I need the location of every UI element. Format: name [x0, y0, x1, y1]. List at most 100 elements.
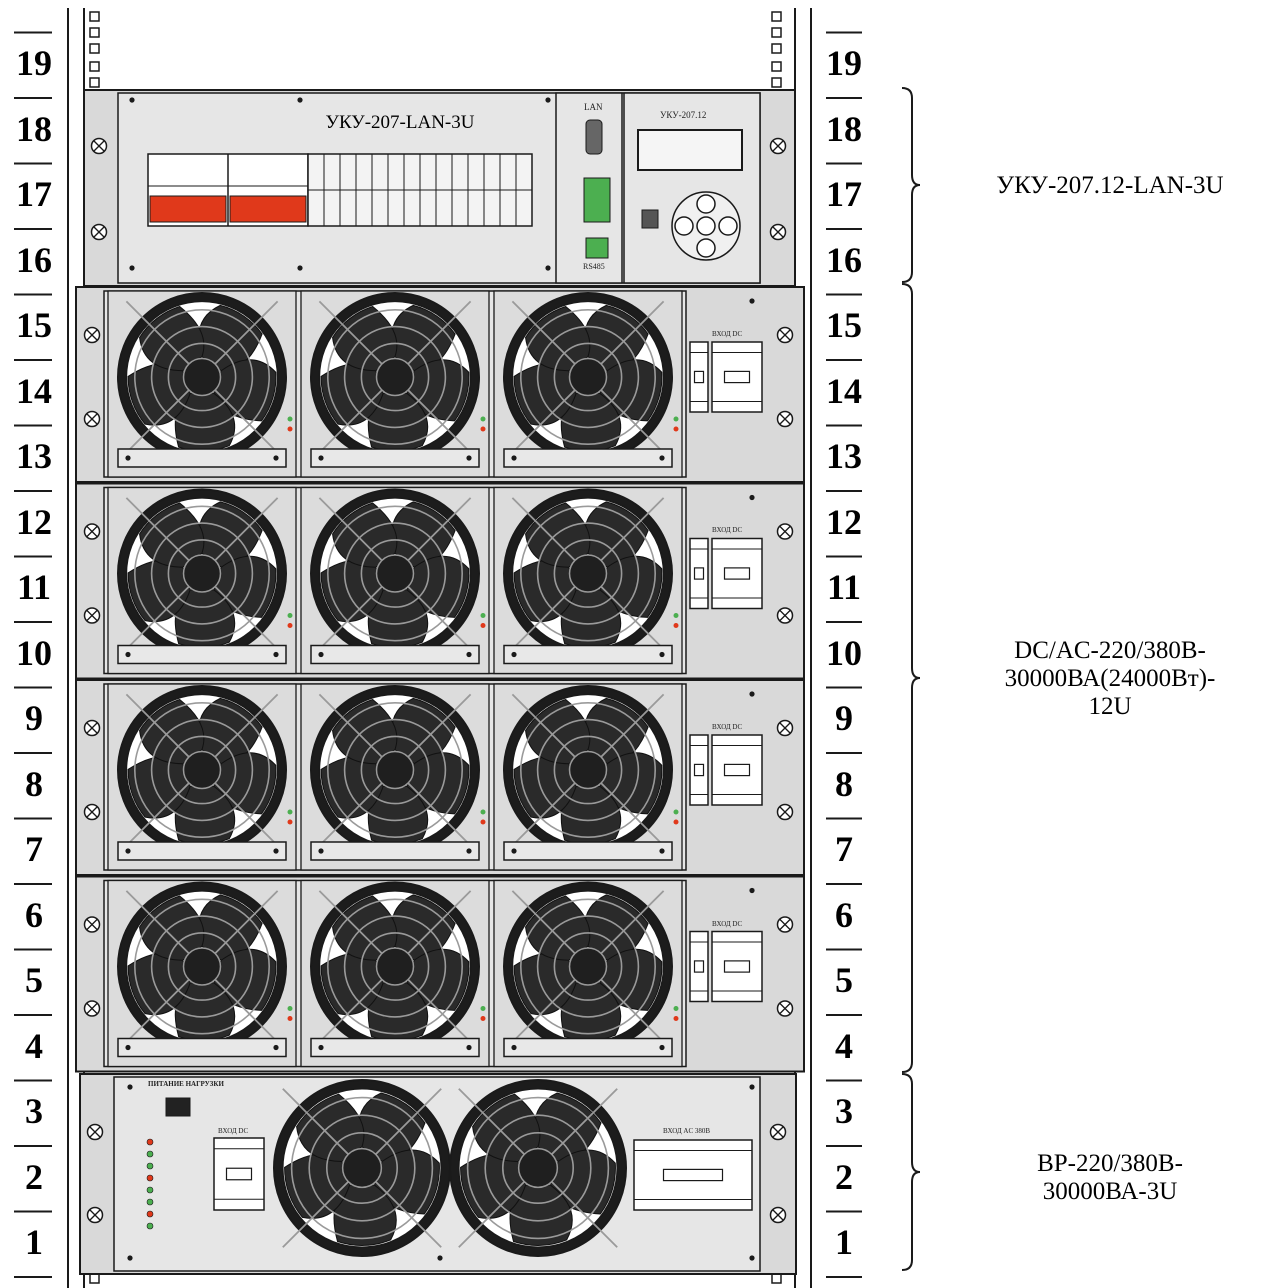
panel-rivet	[466, 1044, 472, 1051]
screw-cross	[779, 526, 791, 537]
fan-guard-ring	[134, 505, 270, 642]
panel-rivet	[318, 651, 324, 658]
fan-hub	[182, 554, 222, 593]
rs485-port-label: RS485	[583, 262, 605, 271]
inverter-screw	[776, 523, 794, 540]
panel-rivet	[318, 848, 324, 854]
controller-screw	[769, 223, 787, 241]
cell-handle	[117, 1037, 287, 1058]
inverter-screw	[83, 326, 101, 344]
fan-blades	[320, 304, 470, 452]
inverter-screw	[83, 523, 101, 540]
unit-number-right: 3	[835, 1091, 853, 1132]
cooling-fan	[503, 488, 673, 659]
power-cell	[107, 290, 297, 478]
fan-hub	[568, 750, 608, 790]
fan-hub	[517, 1147, 559, 1189]
screw-cross	[779, 610, 791, 621]
rail-hole	[89, 11, 100, 22]
cell-handle	[310, 644, 480, 665]
cooling-fan	[117, 292, 287, 462]
cell-handle	[310, 841, 480, 861]
inverter-module-3	[75, 679, 805, 876]
panel-rivet	[466, 651, 472, 658]
keypad-button	[696, 194, 716, 214]
power-cell	[493, 290, 683, 478]
bypass-side-label-line-2: 30000ВА-3U	[1042, 1178, 1178, 1205]
unit-number-right: 19	[826, 43, 862, 84]
fan-guard-ring	[501, 1132, 574, 1205]
unit-number-right: 12	[826, 501, 862, 542]
status-led	[673, 426, 679, 432]
bypass-ac-breaker	[633, 1139, 753, 1211]
inverter-screw	[776, 607, 794, 624]
panel-rivet	[273, 848, 279, 854]
rail-hole	[89, 43, 100, 54]
unit-number-left: 3	[25, 1091, 43, 1132]
panel-rivet	[318, 1044, 324, 1051]
panel-rivet	[749, 494, 755, 501]
panel-rivet	[127, 1255, 133, 1261]
power-cell	[493, 486, 683, 675]
breaker-handle-red	[229, 195, 307, 223]
fan-hub	[568, 947, 608, 986]
inverter-side-label-line-3: 12U	[1088, 693, 1132, 720]
inverter-screw	[776, 410, 794, 428]
unit-number-left: 5	[25, 960, 43, 1001]
fan-guard-ring	[150, 718, 254, 822]
rail-hole	[771, 43, 782, 54]
cell-handle	[503, 448, 673, 468]
fan-guard-ring	[150, 522, 254, 625]
fan-guard-ring	[519, 898, 656, 1035]
unit-number-left: 8	[25, 763, 43, 804]
cell-handle	[310, 1037, 480, 1058]
power-cell	[107, 486, 297, 675]
breaker-toggle	[723, 567, 751, 580]
fan-guard-ring	[150, 915, 254, 1018]
fan-guard-ring	[325, 1132, 398, 1205]
panel-rivet	[125, 651, 131, 658]
bypass-ac-input-label: ВХОД AC 380В	[663, 1127, 711, 1135]
lcd-display	[637, 129, 743, 171]
fan-guard-ring	[536, 915, 640, 1018]
controller-screw	[90, 137, 108, 155]
screw-cross	[779, 413, 791, 425]
status-led	[673, 809, 679, 815]
unit-number-left: 12	[16, 501, 52, 542]
indicator-led	[146, 1186, 154, 1194]
panel-rivet	[545, 265, 551, 271]
cooling-fan	[117, 685, 287, 855]
screw-cross	[86, 722, 98, 734]
fan-guard-ring	[326, 701, 463, 838]
unit-number-right: 2	[835, 1156, 853, 1197]
breaker-toggle	[693, 960, 705, 973]
status-led	[480, 416, 486, 422]
cooling-fan	[310, 881, 480, 1052]
fan-guard-ring	[150, 325, 254, 429]
screw-cross	[89, 1126, 101, 1138]
fan-blade	[296, 1093, 365, 1162]
fan-guard-ring	[343, 325, 447, 429]
fan-guard-ring	[343, 522, 447, 625]
screw-cross	[779, 722, 791, 734]
fan-hub	[375, 947, 415, 986]
bypass-screw	[769, 1123, 787, 1141]
lan-port-label: LAN	[584, 102, 603, 112]
fan-guard-ring	[326, 308, 463, 445]
breaker-toggle	[693, 763, 705, 777]
inverter-module-2-breaker-label: ВХОД DC	[712, 526, 743, 534]
panel-rivet	[125, 1044, 131, 1051]
fan-hub	[182, 750, 222, 790]
inverter-module-4-breaker-label: ВХОД DC	[712, 920, 743, 928]
power-cell	[300, 486, 490, 675]
keypad-button	[674, 216, 694, 236]
panel-rivet	[273, 651, 279, 658]
rs485-terminal	[585, 237, 609, 259]
inverter-screw	[776, 719, 794, 737]
controller-screw	[769, 137, 787, 155]
panel-rivet	[129, 97, 135, 103]
power-cell	[107, 879, 297, 1068]
status-led	[673, 623, 679, 628]
fan-guard-ring	[553, 342, 623, 412]
